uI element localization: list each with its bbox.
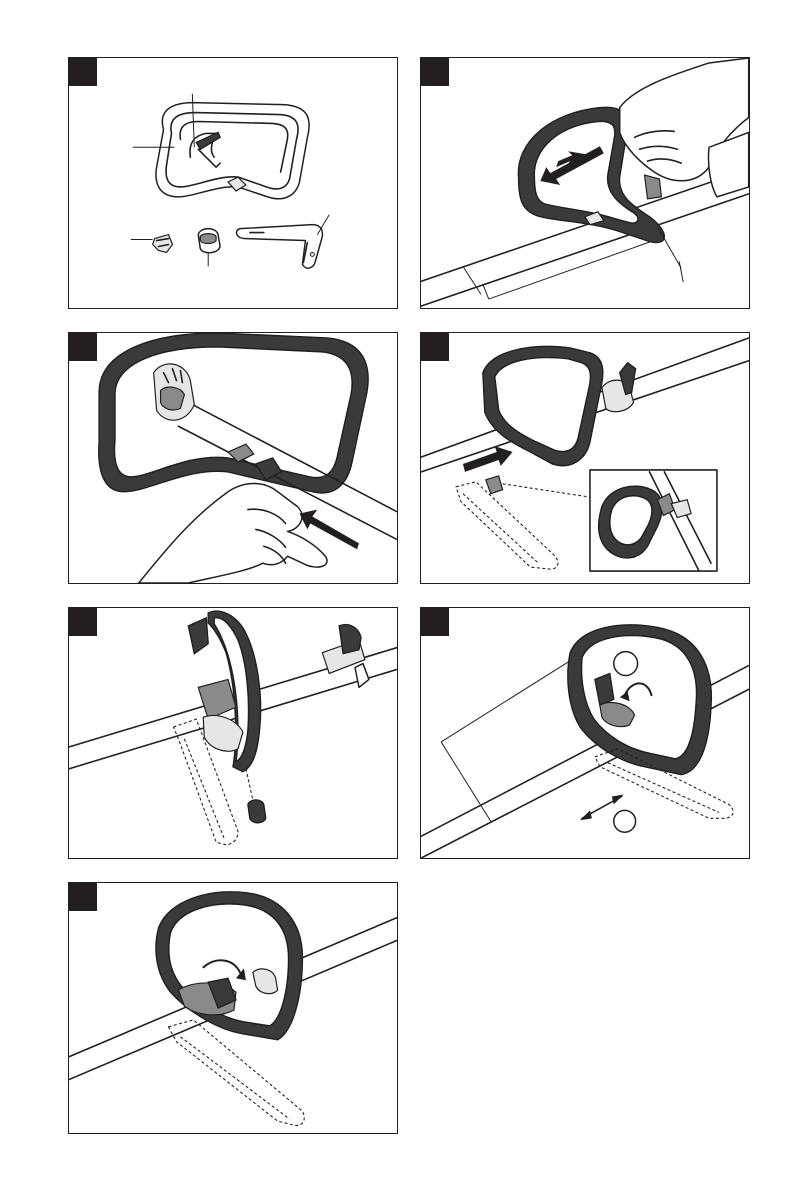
step-badge	[421, 608, 449, 636]
panel-3	[68, 332, 398, 584]
step-badge	[69, 58, 97, 86]
panel-1	[68, 57, 398, 309]
knob-insertion-illustration	[69, 608, 397, 858]
handle-positioning-illustration	[421, 58, 749, 308]
step-badge	[421, 333, 449, 361]
panel-6	[420, 607, 750, 859]
panel-5	[68, 607, 398, 859]
handle-slide-illustration	[421, 333, 749, 583]
distance-adjustment-illustration	[421, 608, 749, 858]
parts-illustration	[69, 58, 397, 308]
panel-4	[420, 332, 750, 584]
step-badge	[69, 883, 97, 911]
panel-7	[68, 882, 398, 1134]
clamp-insertion-illustration	[69, 333, 397, 583]
step-badge	[69, 608, 97, 636]
step-badge	[69, 333, 97, 361]
panel-2	[420, 57, 750, 309]
lock-lever-illustration	[69, 883, 397, 1133]
step-badge	[421, 58, 449, 86]
